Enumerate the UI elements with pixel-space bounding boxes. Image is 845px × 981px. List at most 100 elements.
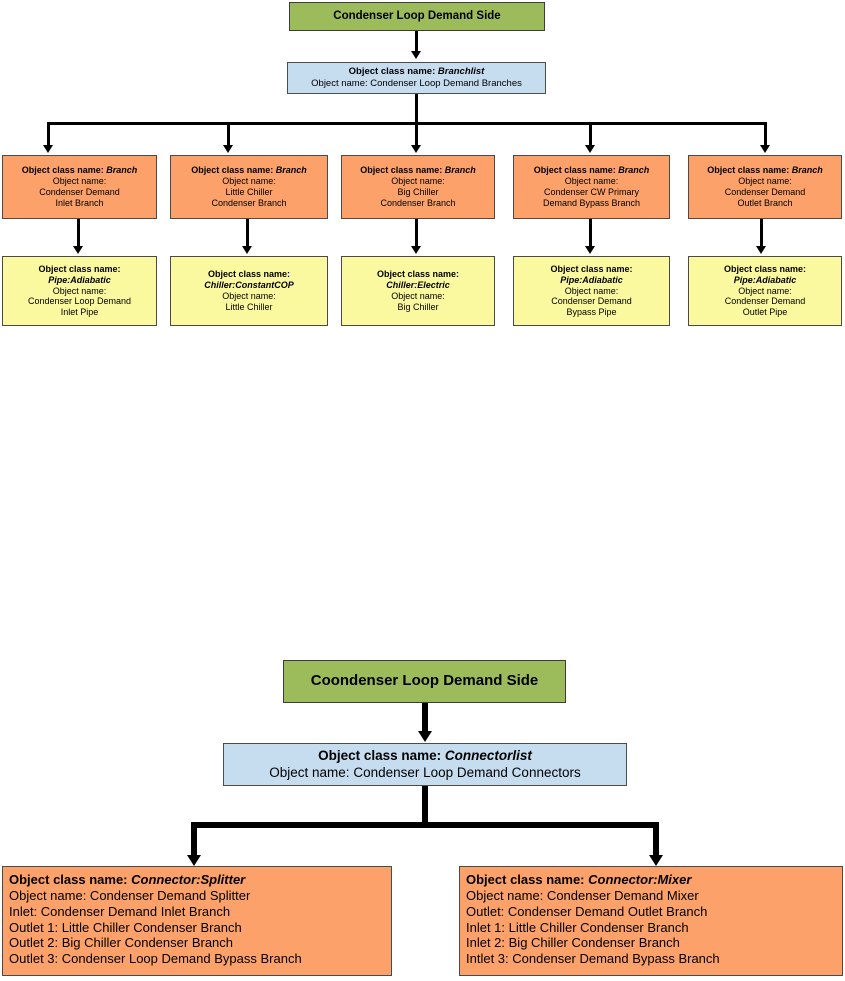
branchlist-name-line: Object name: Condenser Loop Demand Branc… bbox=[311, 78, 522, 90]
arrowhead-branch-1 bbox=[43, 145, 53, 153]
component-1-name-label: Object name: bbox=[52, 285, 107, 296]
edge-bus-to-splitter bbox=[191, 822, 197, 858]
splitter-class-value: Connector:Splitter bbox=[131, 872, 246, 887]
branch-node-4: Object class name: Branch Object name: C… bbox=[513, 155, 670, 219]
arrowhead-component-3 bbox=[411, 246, 421, 254]
connectorlist-name-line: Object name: Condenser Loop Demand Conne… bbox=[269, 765, 580, 781]
component-4-class-label: Object class name: bbox=[550, 263, 633, 274]
component-4-class-value: Pipe:Adiabatic bbox=[560, 274, 623, 285]
branch-2-name-line2: Condenser Branch bbox=[211, 197, 287, 208]
component-2-name-label: Object name: bbox=[222, 291, 276, 301]
arrowhead-branch-4 bbox=[585, 145, 595, 153]
edge-connectorlist-bus bbox=[191, 822, 659, 828]
component-3-class-value: Chiller:Electric bbox=[386, 280, 450, 291]
splitter-line-1: Object name: Condenser Demand Splitter bbox=[9, 887, 251, 903]
edge-bus-to-branch-3 bbox=[415, 122, 418, 147]
branch-1-class-value: Branch bbox=[106, 165, 138, 176]
edge-branch-3-to-component-3 bbox=[415, 219, 418, 250]
branch-2-class-value: Branch bbox=[275, 165, 307, 176]
splitter-class-line: Object class name: Connector:Splitter bbox=[9, 872, 245, 888]
component-node-3: Object class name: Chiller:Electric Obje… bbox=[341, 256, 495, 326]
branch-1-class-label: Object class name: bbox=[21, 165, 104, 176]
branch-4-class-label: Object class name: bbox=[533, 165, 616, 176]
branch-4-class-line: Object class name: Branch bbox=[534, 165, 650, 176]
branch-3-name-line2: Condenser Branch bbox=[380, 197, 456, 208]
component-4-name-line1: Condenser Demand bbox=[551, 296, 632, 307]
branch-node-3: Object class name: Branch Object name: B… bbox=[341, 155, 495, 219]
branch-1-name-line2: Inlet Branch bbox=[55, 197, 104, 208]
branch-4-name-line2: Demand Bypass Branch bbox=[542, 197, 641, 208]
component-node-1: Object class name: Pipe:Adiabatic Object… bbox=[2, 256, 157, 326]
component-4-name-label: Object name: bbox=[564, 285, 619, 296]
branchlist-name-label: Object name: bbox=[311, 78, 368, 89]
edge-bus-to-branch-5 bbox=[764, 122, 767, 147]
edge-connectorlist-stem bbox=[422, 786, 428, 825]
connectorlist-class-value: Connectorlist bbox=[444, 748, 532, 764]
branch-5-class-label: Object class name: bbox=[707, 165, 790, 176]
branchlist-name-value: Condenser Loop Demand Branches bbox=[370, 78, 522, 89]
edge-bus-to-branch-2 bbox=[227, 122, 230, 147]
edge-bus-to-mixer bbox=[653, 822, 659, 858]
arrowhead-branch-5 bbox=[760, 145, 770, 153]
component-1-class-label: Object class name: bbox=[38, 263, 121, 274]
branch-4-name-label: Object name: bbox=[564, 176, 619, 187]
component-5-name-label: Object name: bbox=[738, 285, 792, 296]
branch-3-class-value: Branch bbox=[444, 165, 476, 176]
connectorlist-node: Object class name: Connectorlist Object … bbox=[223, 743, 627, 786]
splitter-line-2: Inlet: Condenser Demand Inlet Branch bbox=[9, 903, 231, 919]
branch-root-label: Condenser Loop Demand Side bbox=[333, 10, 501, 23]
branch-4-class-value: Branch bbox=[618, 165, 650, 176]
component-node-2: Object class name: Chiller:ConstantCOP O… bbox=[170, 256, 328, 326]
branch-3-name-label: Object name: bbox=[391, 176, 445, 187]
arrowhead-component-5 bbox=[756, 246, 766, 254]
branch-1-name-label: Object name: bbox=[52, 176, 107, 187]
component-1-class-value: Pipe:Adiabatic bbox=[48, 274, 111, 285]
component-5-name-line1: Condenser Demand bbox=[724, 296, 806, 307]
mixer-line-2: Outlet: Condenser Demand Outlet Branch bbox=[466, 903, 708, 919]
edge-branch-5-to-component-5 bbox=[760, 219, 763, 250]
component-node-5: Object class name: Pipe:Adiabatic Object… bbox=[688, 256, 842, 326]
edge-connector-root-to-list bbox=[422, 703, 428, 735]
mixer-line-1: Object name: Condenser Demand Mixer bbox=[466, 887, 699, 903]
mixer-class-label: Object class name: bbox=[466, 872, 585, 887]
arrowhead-component-1 bbox=[73, 246, 83, 254]
splitter-line-5: Outlet 3: Condenser Loop Demand Bypass B… bbox=[9, 951, 302, 967]
branch-5-name-line1: Condenser Demand bbox=[724, 187, 806, 197]
branch-5-name-label: Object name: bbox=[738, 176, 792, 187]
splitter-line-4: Outlet 2: Big Chiller Condenser Branch bbox=[9, 935, 234, 951]
connectorlist-name-label: Object name: bbox=[269, 764, 350, 780]
edge-root-to-branchlist bbox=[415, 31, 418, 53]
branchlist-class-label: Object class name: bbox=[348, 66, 436, 78]
branchlist-class-line: Object class name: Branchlist bbox=[349, 66, 485, 78]
component-2-name-line1: Little Chiller bbox=[225, 301, 273, 312]
component-5-name-line2: Outlet Pipe bbox=[742, 307, 788, 318]
arrowhead-component-2 bbox=[242, 246, 252, 254]
splitter-line-3: Outlet 1: Little Chiller Condenser Branc… bbox=[9, 919, 242, 935]
connector-mixer-node: Object class name: Connector:Mixer Objec… bbox=[459, 866, 843, 976]
branchlist-node: Object class name: Branchlist Object nam… bbox=[287, 62, 546, 94]
branch-4-name-line1: Condenser CW Primary bbox=[543, 187, 640, 197]
connectorlist-name-value: Condenser Loop Demand Connectors bbox=[353, 764, 581, 780]
connector-root-label: Coondenser Loop Demand Side bbox=[310, 672, 539, 690]
branch-5-class-line: Object class name: Branch bbox=[707, 165, 823, 176]
edge-branchlist-bus bbox=[48, 122, 767, 125]
branch-3-class-label: Object class name: bbox=[360, 165, 443, 176]
component-1-name-line1: Condenser Loop Demand bbox=[27, 296, 132, 307]
arrowhead-branch-2 bbox=[223, 145, 233, 153]
arrowhead-branch-3 bbox=[411, 145, 421, 153]
arrowhead-connector-root-to-list bbox=[418, 731, 432, 742]
branch-1-class-line: Object class name: Branch bbox=[22, 165, 138, 176]
component-3-name-line1: Big Chiller bbox=[397, 301, 439, 312]
mixer-line-4: Inlet 2: Big Chiller Condenser Branch bbox=[466, 935, 680, 951]
component-node-4: Object class name: Pipe:Adiabatic Object… bbox=[513, 256, 670, 326]
connector-root-node: Coondenser Loop Demand Side bbox=[283, 660, 566, 703]
edge-branch-4-to-component-4 bbox=[589, 219, 592, 250]
branch-node-2: Object class name: Branch Object name: L… bbox=[170, 155, 328, 219]
branch-5-name-line2: Outlet Branch bbox=[737, 197, 793, 208]
branch-node-5: Object class name: Branch Object name: C… bbox=[688, 155, 842, 219]
mixer-class-line: Object class name: Connector:Mixer bbox=[466, 872, 691, 888]
arrowhead-component-4 bbox=[585, 246, 595, 254]
component-2-class-label: Object class name: bbox=[207, 269, 291, 280]
branch-2-name-line1: Little Chiller bbox=[225, 187, 273, 197]
